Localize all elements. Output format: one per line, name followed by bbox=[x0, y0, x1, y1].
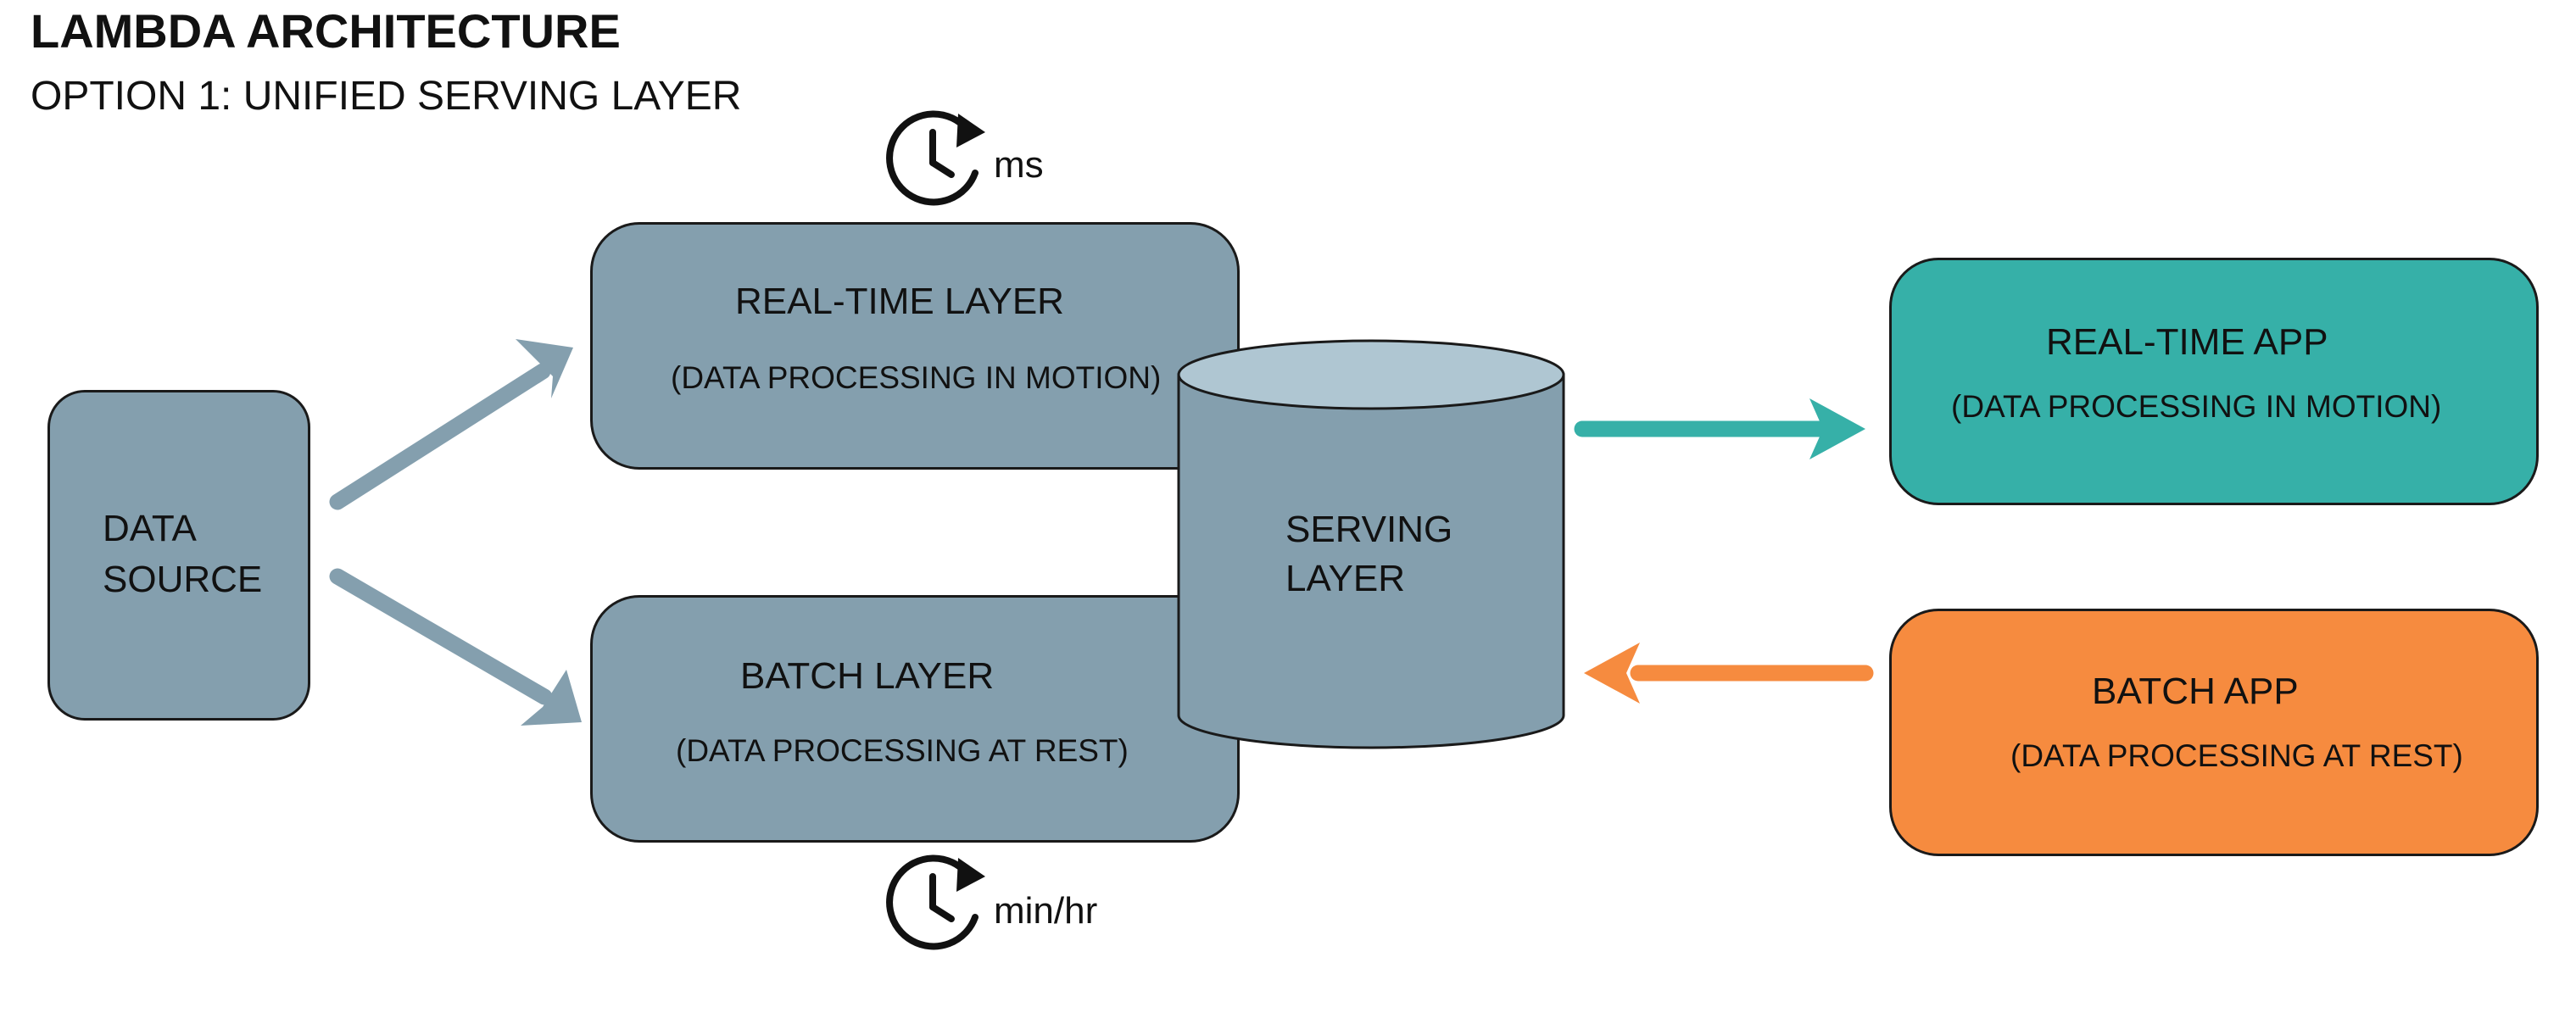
data-source-label-line1: DATA bbox=[103, 508, 197, 549]
arrow-batch-app-to-serving bbox=[1584, 643, 1874, 704]
realtime-app-sub: (DATA PROCESSING IN MOTION) bbox=[1951, 389, 2442, 424]
serving-layer-cylinder bbox=[1177, 339, 1565, 749]
batch-layer-label: BATCH LAYER bbox=[740, 655, 995, 697]
batch-layer-sub: (DATA PROCESSING AT REST) bbox=[676, 733, 1129, 768]
arrow-serving-to-realtime-app bbox=[1574, 398, 1865, 459]
realtime-app-box: REAL-TIME APP (DATA PROCESSING IN MOTION… bbox=[1889, 258, 2539, 505]
batch-app-label: BATCH APP bbox=[2092, 671, 2299, 712]
batch-layer-box: BATCH LAYER (DATA PROCESSING AT REST) bbox=[590, 595, 1240, 843]
realtime-latency: ms bbox=[994, 144, 1044, 186]
realtime-layer-box: REAL-TIME LAYER (DATA PROCESSING IN MOTI… bbox=[590, 222, 1240, 470]
clock-refresh-icon bbox=[886, 110, 985, 206]
batch-app-sub: (DATA PROCESSING AT REST) bbox=[2010, 738, 2463, 773]
serving-layer-label-line2: LAYER bbox=[1285, 558, 1406, 599]
diagram-subtitle: OPTION 1: UNIFIED SERVING LAYER bbox=[31, 74, 742, 119]
data-source-box: DATA SOURCE bbox=[47, 390, 310, 721]
realtime-app-label: REAL-TIME APP bbox=[2046, 321, 2328, 363]
diagram-title: LAMBDA ARCHITECTURE bbox=[31, 4, 621, 58]
batch-app-box: BATCH APP (DATA PROCESSING AT REST) bbox=[1889, 609, 2539, 856]
arrow-source-to-realtime bbox=[329, 339, 573, 510]
realtime-layer-label: REAL-TIME LAYER bbox=[735, 281, 1064, 322]
data-source-label-line2: SOURCE bbox=[103, 559, 263, 600]
clock-refresh-icon bbox=[886, 854, 985, 950]
batch-latency: min/hr bbox=[994, 890, 1098, 932]
realtime-layer-sub: (DATA PROCESSING IN MOTION) bbox=[671, 360, 1162, 395]
arrow-source-to-batch bbox=[329, 568, 582, 726]
serving-layer-label-line1: SERVING bbox=[1285, 509, 1453, 550]
